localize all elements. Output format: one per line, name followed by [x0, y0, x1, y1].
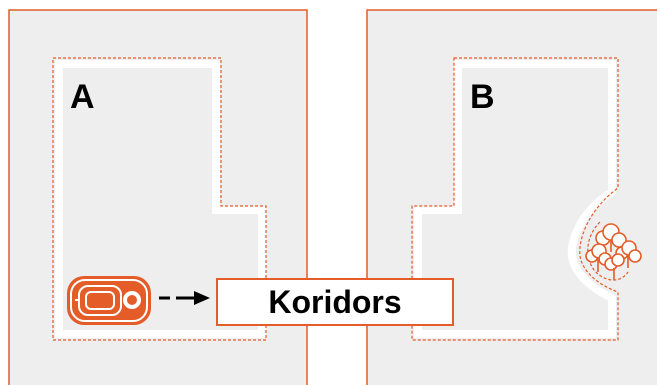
corridor-label-box: Koridors: [216, 278, 454, 326]
tree-cluster-icon: [585, 223, 642, 280]
tree-island-wire: [587, 221, 629, 281]
dashed-arrow-icon: [159, 291, 210, 305]
zone-a-panel: [8, 9, 308, 385]
zone-a-boundary-path: [55, 60, 266, 338]
zone-a-label: A: [70, 78, 95, 116]
zone-a-boundary-wire: [52, 57, 267, 341]
zone-b-label: B: [470, 78, 495, 116]
zone-b-panel: [366, 9, 657, 385]
zone-b-boundary-path: [414, 60, 616, 338]
robotic-mower-icon: [67, 276, 151, 325]
zone-b-boundary-wire: [411, 57, 619, 341]
corridor-label: Koridors: [268, 284, 402, 320]
